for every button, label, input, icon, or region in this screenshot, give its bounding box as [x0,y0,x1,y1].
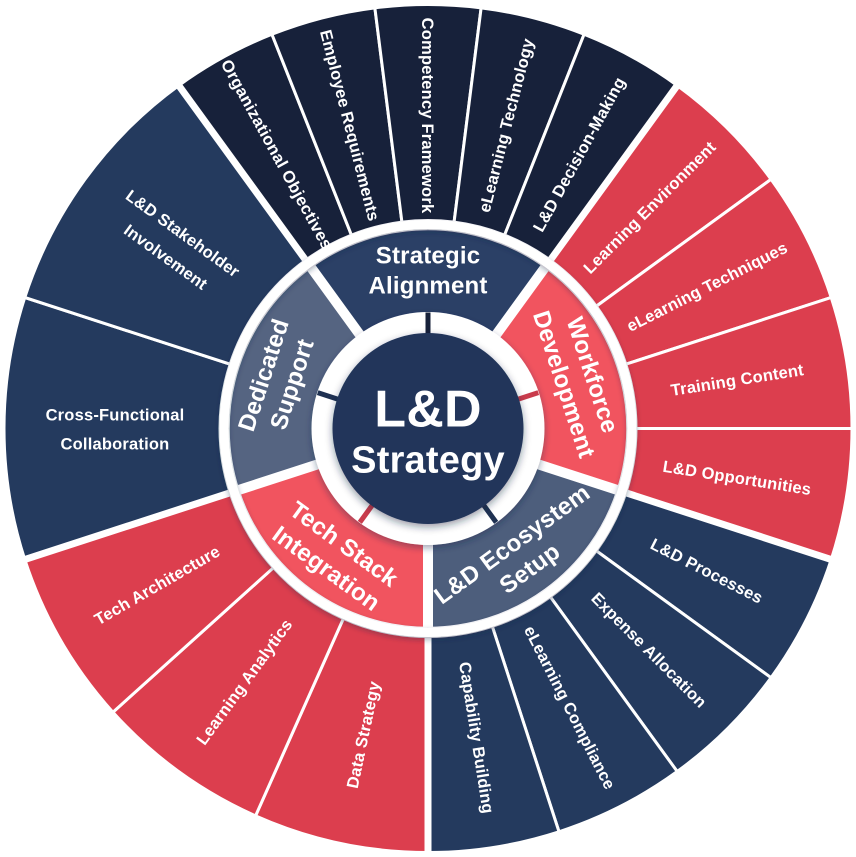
group-divider-inner [529,457,626,497]
group-divider-inner [230,457,327,497]
group-divider-inner [487,258,554,345]
segment-label-text: Cross-Functional [46,407,185,425]
center-title-line1: L&D [374,381,481,439]
ring-gap [219,220,637,637]
center-title-line2: Strategy [351,440,505,482]
segment-label-text: Competency Framework [418,18,436,214]
group-divider-inner [302,258,369,345]
segment-label-competency-framework: Competency Framework [418,18,436,214]
inner-segment-label-text: Strategic [376,243,481,270]
segment-label-text: Collaboration [61,436,170,454]
inner-segment-label-text: Alignment [368,273,487,300]
center-circle [332,333,524,524]
